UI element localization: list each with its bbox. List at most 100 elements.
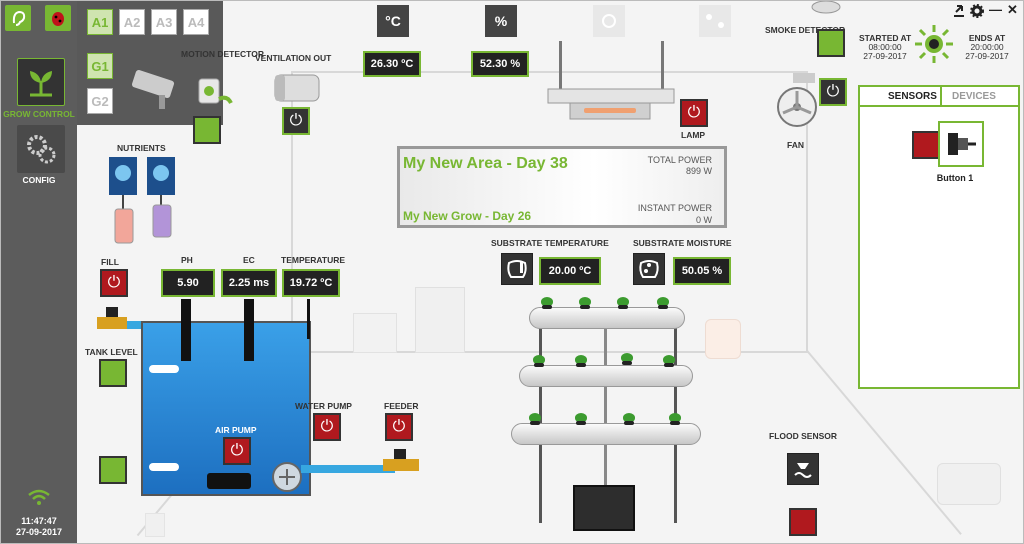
air-humidity-value: 52.30 % [471,51,529,77]
grow-lamp-icon [547,88,675,120]
substrate-temperature-value: 20.00 ºC [539,257,601,285]
area-info-panel: My New Area - Day 38 TOTAL POWER 899 W I… [397,146,727,228]
ec-label: EC [243,255,255,265]
plant [621,413,637,425]
water-pump-power-button[interactable]: ⏻ [313,413,341,441]
temperature-label: TEMPERATURE [281,255,346,265]
smoke-detector-label: SMOKE DETECTOR [765,25,846,35]
instant-power-value: 0 W [695,215,712,225]
temperature-probe [307,299,310,339]
close-button[interactable]: ✕ [1007,2,1018,17]
feeder-valve-icon [383,449,419,471]
water-temperature-value: 19.72 ºC [282,269,340,297]
bug-icon[interactable] [45,5,71,31]
grow-title: My New Grow - Day 26 [403,209,532,223]
co2-icon [699,5,731,37]
ph-value: 5.90 [161,269,215,297]
plant [527,413,543,425]
fill-power-button[interactable]: ⏻ [100,269,128,297]
air-temperature-value: 26.30 ºC [363,51,421,77]
thermometer-icon: °C [377,5,409,37]
room-back-wall-bottom [291,351,808,353]
area-tab-a4[interactable]: A4 [183,9,209,35]
grow-tab-g2[interactable]: G2 [87,88,113,114]
area-tab-a3[interactable]: A3 [151,9,177,35]
clock-date: 27-09-2017 [15,527,63,537]
reservoir-bucket [573,485,635,531]
lamp-cable [661,41,664,91]
ec-probe [244,299,254,361]
air-pump-power-button[interactable]: ⏻ [223,437,251,465]
tank-level-sensor [149,365,179,373]
wifi-icon [28,489,50,505]
plant-icon [30,71,52,97]
power-icon: ⏻ [320,418,334,435]
substrate-moisture-value: 50.05 % [673,257,731,285]
air-pump-label: AIR PUMP [215,425,257,435]
started-label: STARTED AT [859,33,912,43]
feeder-label: FEEDER [384,401,419,411]
area-tab-a2[interactable]: A2 [119,9,145,35]
grow-tube-top [529,307,685,329]
fan-label: FAN [787,140,804,150]
plant [531,355,547,367]
substrate-temperature-icon [501,253,533,285]
button-1-status [912,131,940,159]
area-tab-a1[interactable]: A1 [87,9,113,35]
tab-underline [858,105,1020,107]
room-back-wall-right [806,71,808,351]
ear-icon[interactable] [5,5,31,31]
smoke-detector-icon [811,1,841,14]
power-icon: ⏻ [392,418,406,435]
water-pump-label: WATER PUMP [295,401,352,411]
feeder-power-button[interactable]: ⏻ [385,413,413,441]
nutrients-label: NUTRIENTS [117,143,166,153]
humidifier-ghost [353,313,397,353]
started-time: 08:00:00 [868,42,902,52]
plant [655,297,671,309]
tank-level-low-status [99,456,127,484]
export-icon[interactable] [952,4,966,18]
grow-tube-bottom [511,423,701,445]
lamp-cable [559,41,562,91]
dehumidifier-ghost [415,287,465,353]
tab-devices[interactable]: DEVICES [952,91,996,102]
tab-sensors[interactable]: SENSORS [888,91,937,102]
air-pump-unit [207,473,251,489]
fan-icon [777,87,817,127]
motion-detector-status [193,116,221,144]
duct-fan-icon [274,74,320,102]
power-icon: ⏻ [687,104,701,121]
button-1-device[interactable] [938,121,984,167]
fill-valve-icon [97,307,127,329]
intake-duct-ghost [937,463,1001,505]
fill-label: FILL [101,257,119,267]
sidebar: GROW CONTROL CONFIG 11:47:47 27-09-2017 [1,1,77,543]
heater-ghost [705,319,741,359]
tower-water-pipe [604,321,607,491]
grow-tab-g1[interactable]: G1 [87,53,113,79]
instant-power-label: INSTANT POWER [637,203,712,213]
total-power-value: 899 W [685,166,712,176]
switch-icon [948,133,976,155]
button-1-label: Button 1 [936,173,974,183]
gear-icon[interactable] [970,4,984,18]
clock-time: 11:47:47 [21,516,57,526]
plant [619,353,635,365]
plant [539,297,555,309]
power-icon: ⏻ [107,274,121,291]
config-nav[interactable] [17,125,65,173]
tab-divider [940,85,942,105]
plant [577,297,593,309]
ends-time: 20:00:00 [970,42,1004,52]
fan-power-button[interactable]: ⏻ [819,78,847,106]
ventilation-power-button[interactable]: ⏻ [282,107,310,135]
lamp-label: LAMP [681,130,706,140]
area-title: My New Area - Day 38 [403,155,568,172]
grow-control-nav[interactable] [17,58,65,106]
ph-probe [181,299,191,361]
minimize-button[interactable]: — [989,2,1002,17]
plant [661,355,677,367]
lamp-power-button[interactable]: ⏻ [680,99,708,127]
